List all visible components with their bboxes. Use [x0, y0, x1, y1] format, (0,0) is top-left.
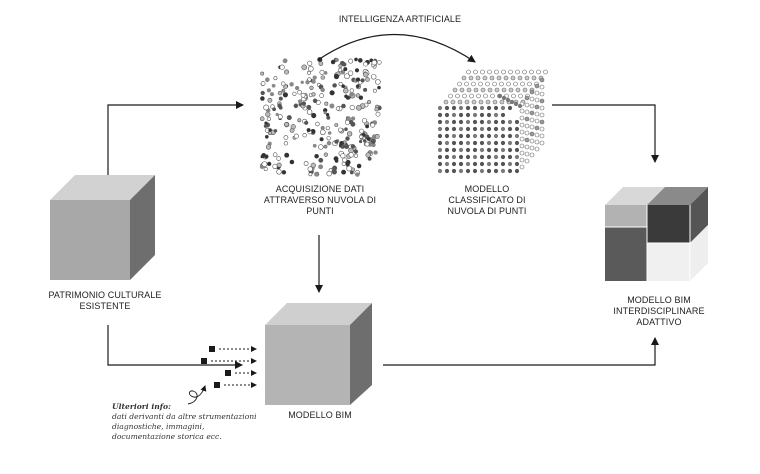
heritage-label: PATRIMONIO CULTURALE ESISTENTE: [48, 290, 162, 311]
adaptive-label: MODELLO BIM INTERDISCIPLINARE ADATTIVO: [613, 295, 705, 327]
heritage-cube: [50, 175, 155, 280]
adaptive-bim-cube: [605, 187, 708, 281]
ai-arrow-label: INTELLIGENZA ARTIFICIALE: [338, 14, 462, 24]
arrow-heritage-to-bim: [107, 325, 243, 369]
extra-info-line-2: diagnostiche, immagini,: [112, 422, 205, 431]
arrow-classified-to-adaptive: [552, 104, 659, 163]
arrow-ai-curve: [317, 33, 476, 63]
extra-info-curl-arrow: [187, 385, 207, 405]
pointcloud-label: ACQUISIZIONE DATI ATTRAVERSO NUVOLA DI P…: [263, 184, 377, 216]
point-cloud-classified: [437, 69, 548, 174]
bim-label: MODELLO BIM: [288, 410, 352, 420]
extra-info-line-1: dati derivanti da altre strumentazioni: [112, 412, 257, 421]
arrow-heritage-to-pointcloud: [107, 101, 244, 175]
bim-model-cube: [265, 303, 372, 405]
arrow-bim-to-adaptive: [383, 337, 659, 366]
extra-info-line-3: documentazione storica ecc.: [112, 432, 222, 441]
classified-label: MODELLO CLASSIFICATO DI NUVOLA DI PUNTI: [447, 184, 527, 216]
extra-info-inputs: [187, 346, 257, 405]
point-cloud-raw: [259, 57, 382, 177]
extra-info-title: Ulteriori info:: [112, 402, 171, 411]
extra-info-note: Ulteriori info: dati derivanti da altre …: [112, 402, 282, 442]
